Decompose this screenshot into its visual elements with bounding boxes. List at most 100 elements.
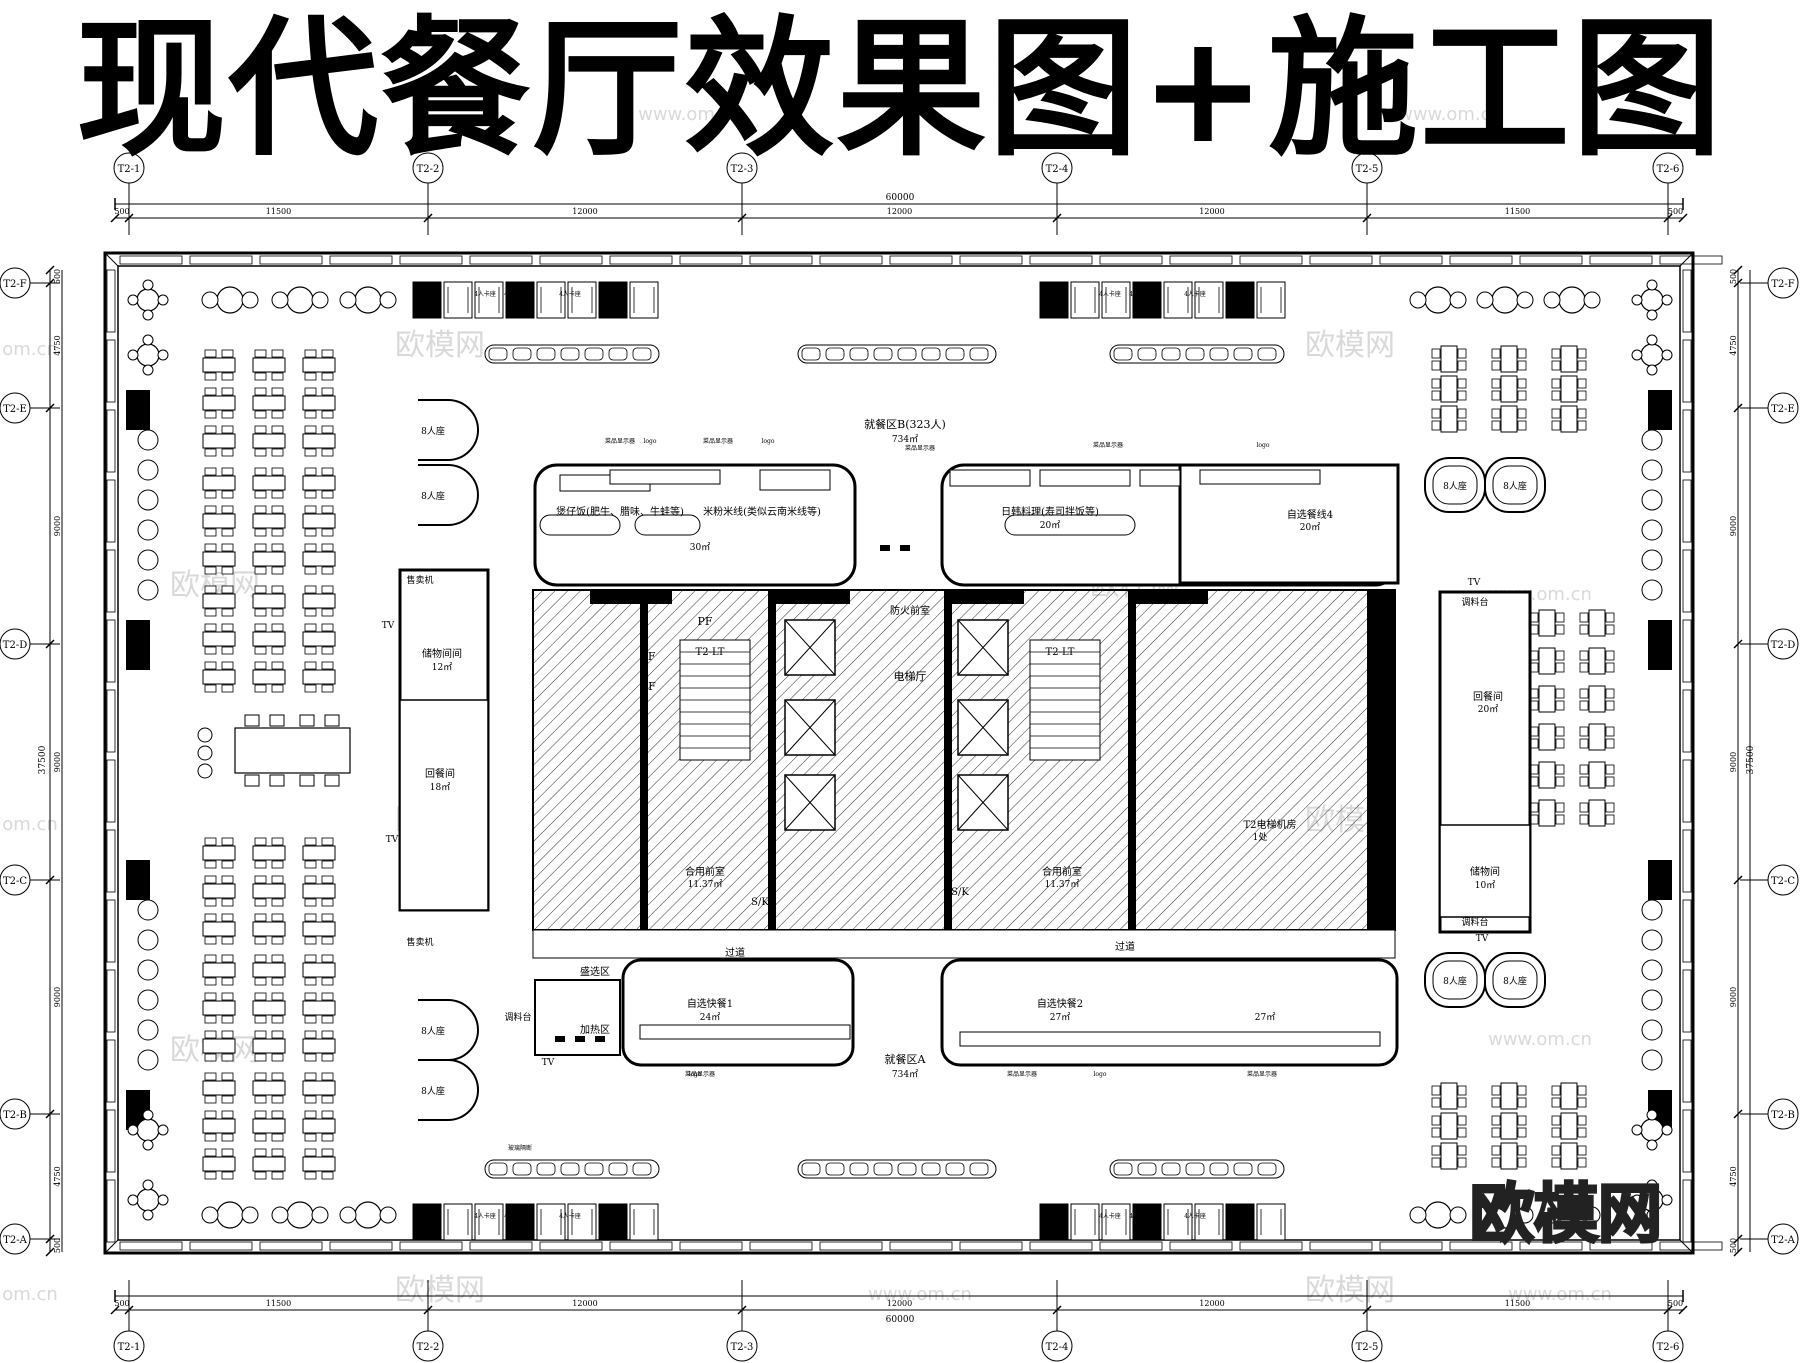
tv-label: TV [1468,578,1481,588]
dining-table-chair [254,1072,267,1081]
dining-table-chair [271,410,284,419]
dining-table-chair [321,467,334,476]
dining-table [1500,1082,1518,1110]
dining-table-chair [1491,1085,1501,1096]
dining-table-chair [1491,1127,1501,1138]
round-table [1641,519,1663,541]
dining-table-chair [1605,738,1615,749]
dining-table-chair [254,448,267,457]
buffet3-area: 27㎡ [1255,1012,1275,1023]
round-table [286,286,314,314]
dining-table-chair [1431,360,1441,371]
sofa-bench-seat [1161,347,1181,361]
axis-label-T2-D: T2-D [1771,640,1795,651]
dimension-segment: 11500 [1505,207,1530,216]
dimension-segment: 11500 [1505,1299,1530,1308]
dining-table-chair [221,349,234,358]
dining-table-chair [1491,420,1501,431]
dining-table-chair [1431,1127,1441,1138]
dining-table-chair [204,1015,217,1024]
storage-right-label: 储物间 [1470,865,1500,878]
dimension-segment: 12000 [887,207,912,216]
floor-label: 1处 [1253,831,1268,843]
booth-seat [1070,281,1100,319]
sofa-bench-seat [825,347,845,361]
window-panel [469,255,533,265]
dining-table-chair [1517,348,1527,359]
axis-label-T2-4: T2-4 [1046,164,1069,175]
dining-table-chair [271,954,284,963]
dining-table-chair [1555,624,1565,635]
core-wall [590,590,672,604]
dining-table [202,433,236,449]
elevator-x [957,619,1009,676]
round-table [136,343,160,367]
dining-table-chair [271,661,284,670]
dining-table-chair [271,425,284,434]
dining-table [202,1000,236,1016]
dining-table-chair [254,1133,267,1142]
dining-table-chair [321,646,334,655]
window-panel [819,1241,883,1251]
dining-table [1440,1082,1458,1110]
dining-table-chair [304,425,317,434]
dining-table-chair [204,543,217,552]
dining-table-chair [321,1148,334,1157]
dining-table [202,513,236,529]
sofa-bench-seat [1233,1162,1253,1176]
dining-table-chair [1555,688,1565,699]
banquet-chair [269,774,285,787]
dining-table-chair [1555,726,1565,737]
axis-label-T2-3: T2-3 [731,164,754,175]
window-panel [106,1039,116,1103]
dining-table-chair [254,936,267,945]
watermark-url: www.om.cn [1508,1284,1612,1305]
booth-label: 4人卡座 [474,1212,496,1220]
seat8-label: 8人座 [421,1025,445,1037]
round-table [1641,549,1663,571]
sofa-bench-seat [584,1162,604,1176]
round-table-chair [1661,294,1673,306]
window-panel [189,255,253,265]
stair-right-label: T2-LT [1046,647,1075,658]
dining-table-chair [304,977,317,986]
dining-table-chair [254,543,267,552]
dining-table [1588,647,1606,675]
dining-table-chair [204,913,217,922]
dimension-tick [45,639,55,649]
corner-line [104,252,119,267]
banquet-stool [197,763,213,779]
dining-table-chair [1577,420,1587,431]
dining-table-chair [221,490,234,499]
axis-label-T2-E: T2-E [1771,404,1795,415]
buffet1-label: 自选快餐1 [687,997,733,1010]
dining-table-chair [204,566,217,575]
banquet-chair [324,774,340,787]
window-panel [399,255,463,265]
banquet-chair [269,714,285,727]
window-panel [106,269,116,333]
round-table-chair [127,349,139,361]
round-table-chair [1583,291,1601,309]
dining-table-chair [304,608,317,617]
round-table [1491,286,1519,314]
dining-table-chair [1605,776,1615,787]
booth-label: 4人卡座 [504,1212,526,1220]
dimension-tick [1052,1305,1062,1315]
window-panel [1309,255,1373,265]
sofa-bench-seat [608,347,628,361]
dimension-tick [1733,1247,1743,1257]
dimension-segment: 500 [53,1238,62,1253]
banquet-stool [197,745,213,761]
dining-table [1500,345,1518,373]
sofa-bench-seat [849,1162,869,1176]
booth-label: 4人卡座 [1184,1212,1206,1220]
window-panel [106,759,116,823]
dining-table-chair [271,585,284,594]
dining-table-chair [1579,700,1589,711]
dimension-segment: 500 [114,207,129,216]
dining-table-chair [221,372,234,381]
dining-table-chair [271,1133,284,1142]
kitchen-counter [959,1031,1381,1047]
axis-label-T2-A: T2-A [1771,1235,1795,1246]
